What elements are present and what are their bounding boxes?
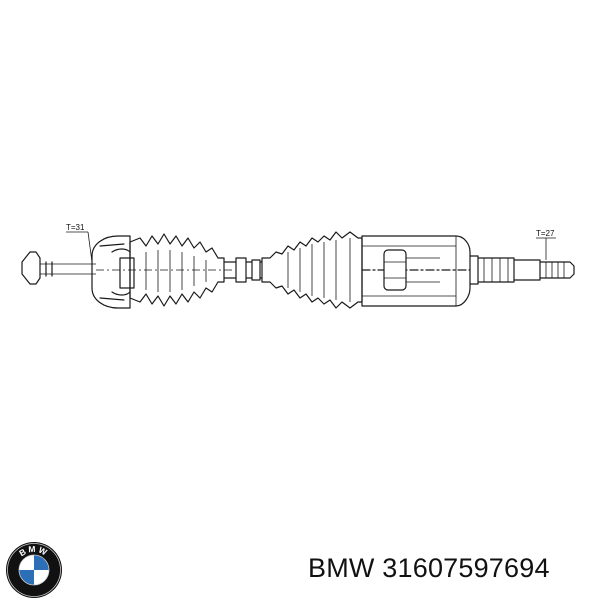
bmw-logo: BMW — [6, 542, 62, 598]
left-cv-joint — [91, 235, 232, 309]
svg-text:BMW: BMW — [17, 544, 50, 558]
brand-name: BMW — [308, 553, 375, 583]
right-tripod-housing — [361, 235, 471, 307]
logo-letter-m: M — [28, 544, 38, 554]
center-shaft — [223, 257, 263, 283]
left-teeth-callout: T=31 — [66, 223, 93, 263]
right-teeth-label: T=27 — [536, 229, 555, 238]
right-boot — [261, 231, 363, 309]
left-teeth-label: T=31 — [66, 223, 85, 232]
right-teeth-callout: T=27 — [536, 229, 556, 260]
logo-letter-w: W — [37, 545, 51, 559]
logo-letter-b: B — [17, 546, 29, 559]
part-caption: BMW 31607597694 — [308, 553, 550, 584]
left-flange — [21, 251, 96, 285]
right-stub-shaft — [469, 255, 575, 285]
logo-quadrants — [18, 554, 50, 586]
left-boot — [129, 233, 225, 307]
part-number: 31607597694 — [382, 553, 550, 583]
